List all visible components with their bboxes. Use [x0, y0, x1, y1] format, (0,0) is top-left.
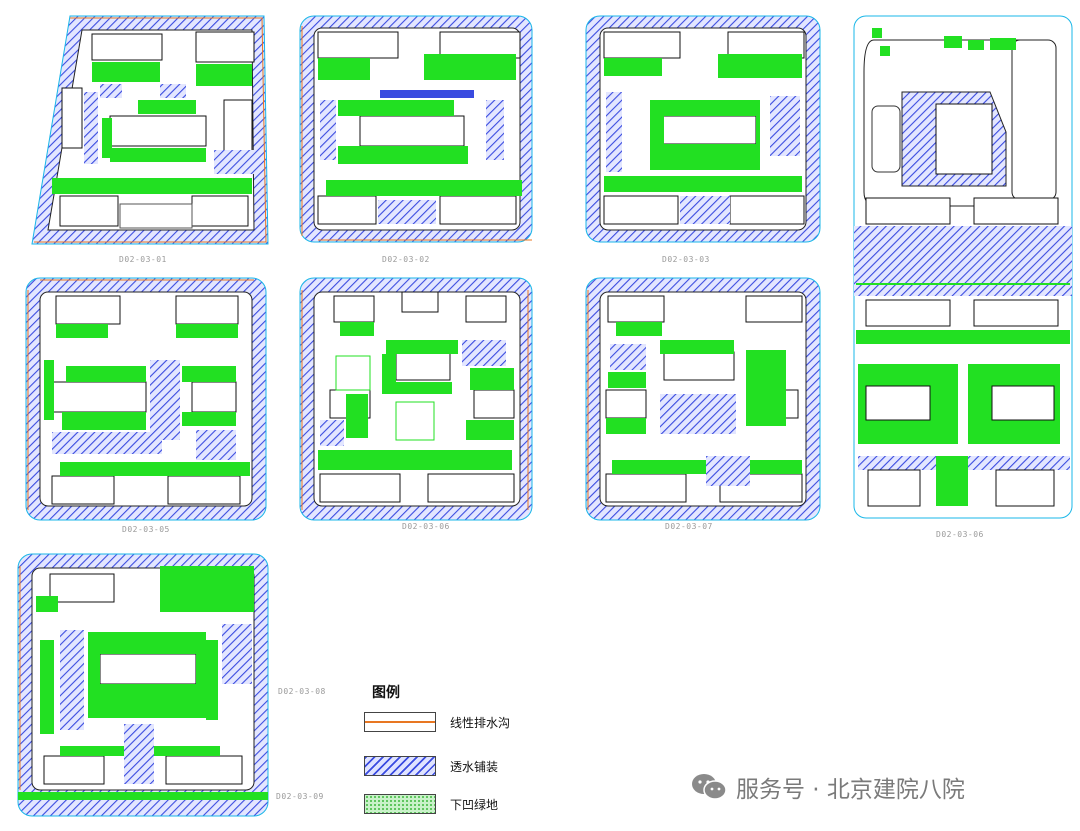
legend-label: 下凹绿地	[450, 797, 499, 812]
legend: 图例 线性排水沟 透水铺装 下凹绿地	[360, 680, 680, 830]
site-plot-d02-03-06	[299, 277, 533, 521]
site-plot-d02-03-09	[17, 553, 269, 817]
plot-label: D02-03-06	[936, 530, 984, 539]
watermark-text: 服务号 · 北京建院八院	[736, 777, 965, 803]
legend-title: 图例	[372, 685, 400, 701]
plot-label: D02-03-09	[276, 792, 324, 801]
wechat-icon	[690, 772, 728, 802]
legend-item-green: 下凹绿地	[364, 792, 498, 816]
legend-label: 透水铺装	[450, 759, 499, 774]
legend-item-drain: 线性排水沟	[364, 710, 510, 734]
watermark: 服务号 · 北京建院八院	[690, 770, 965, 804]
legend-item-permeable: 透水铺装	[364, 754, 498, 778]
plot-label: D02-03-03	[662, 255, 710, 264]
site-plot-d02-03-02	[299, 15, 533, 243]
site-plot-d02-03-03	[585, 15, 821, 243]
permeable-paving-swatch	[364, 756, 436, 776]
legend-label: 线性排水沟	[450, 715, 511, 730]
plot-label: D02-03-06	[402, 522, 450, 531]
plot-label: D02-03-07	[665, 522, 713, 531]
plot-label: D02-03-01	[119, 255, 167, 264]
plot-label: D02-03-05	[122, 525, 170, 534]
plot-label: D02-03-08	[278, 687, 326, 696]
sunken-green-swatch	[364, 794, 436, 814]
site-plot-d02-03-05	[25, 277, 267, 521]
site-plot-d02-03-07	[585, 277, 821, 521]
site-plot-d02-03-08	[853, 15, 1073, 519]
site-plot-d02-03-01	[31, 15, 269, 245]
plot-label: D02-03-02	[382, 255, 430, 264]
linear-drain-swatch	[364, 712, 436, 732]
